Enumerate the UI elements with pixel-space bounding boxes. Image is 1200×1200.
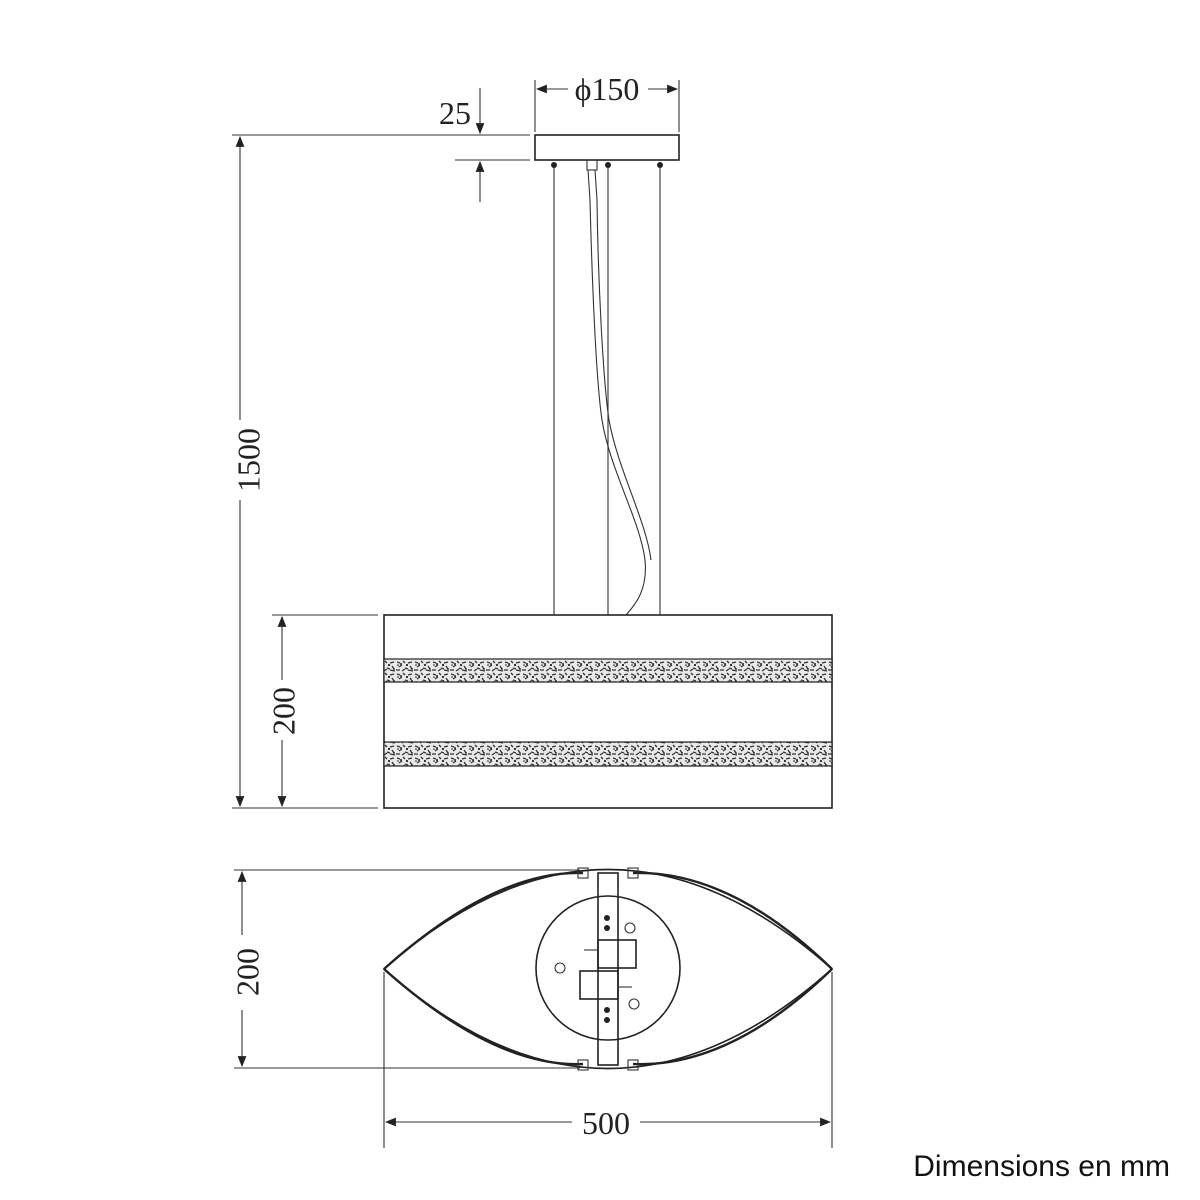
- dimension-shade-height: 200: [265, 614, 378, 808]
- crystal-band-lower: [383, 741, 833, 767]
- crystal-band-upper: [383, 658, 833, 683]
- dimension-label-shade-height: 200: [265, 687, 301, 735]
- dimension-total-height: 1500: [230, 134, 530, 809]
- dimension-label-canopy-height: 25: [439, 95, 471, 131]
- dimension-label-top-depth: 200: [229, 948, 265, 996]
- suspension-wires: [551, 162, 663, 615]
- side-elevation: ϕ150 25 1500 200: [230, 71, 833, 809]
- canopy-cable-grip: [586, 159, 598, 171]
- mounting-bracket: [597, 872, 619, 1066]
- socket-lower: [579, 970, 619, 1000]
- dimension-top-width: 500: [383, 972, 833, 1148]
- dimension-label-canopy-diameter: ϕ150: [575, 71, 640, 107]
- socket-upper: [597, 939, 637, 969]
- plan-view: 200 500: [229, 867, 834, 1148]
- dimension-canopy-height: 25: [439, 88, 530, 202]
- shade-outline: [382, 868, 834, 1070]
- dimension-canopy-diameter: ϕ150: [534, 71, 680, 132]
- dimension-label-total-height: 1500: [230, 428, 266, 492]
- dimension-top-depth: 200: [229, 869, 580, 1069]
- power-cable: [587, 169, 646, 616]
- dimension-label-top-width: 500: [582, 1105, 630, 1141]
- units-caption: Dimensions en mm: [913, 1150, 1170, 1183]
- shade-drum: [383, 614, 833, 809]
- mounting-plate: [535, 895, 681, 1041]
- canopy: [534, 134, 680, 161]
